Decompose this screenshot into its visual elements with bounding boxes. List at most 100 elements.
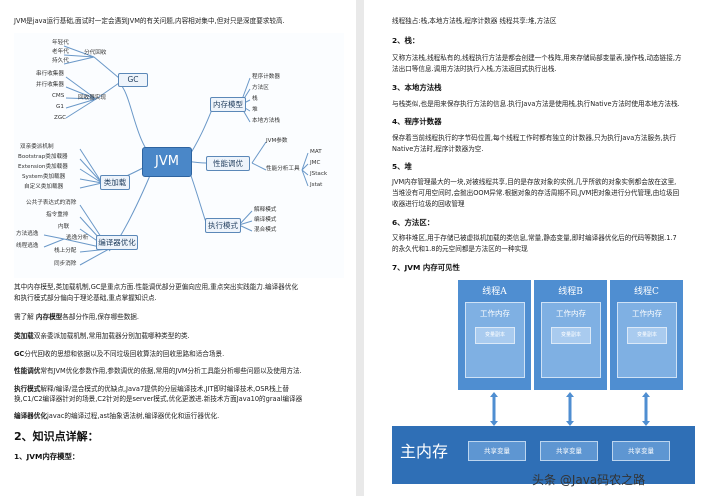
- memory-visibility-diagram: 线程A 工作内存 变量副本 线程B 工作内存 变量副本 线程C 工作内存 变量副…: [392, 276, 695, 486]
- thread-a: 线程A 工作内存 变量副本: [458, 280, 531, 390]
- branch-compiler: 编译器优化: [96, 235, 138, 250]
- shared-variable-3: 共享变量: [612, 441, 670, 461]
- compiler-escape: 逃逸分析: [66, 235, 89, 241]
- para-1: 其中内存模型,类加载机制,GC是重点方面.性能调优部分更偏向应用,重点突出实践能…: [14, 283, 298, 291]
- compiler-stack-alloc: 栈上分配: [54, 248, 77, 254]
- loader-system: System类加载器: [22, 174, 66, 180]
- mindmap-center: JVM: [142, 147, 192, 177]
- shared-variable-1: 共享变量: [468, 441, 526, 461]
- left-page: JVM是java运行基础,面试时一定会遇到JVM的有关问题,内容相对集中,但对只…: [0, 0, 356, 496]
- mem-method-area: 方法区: [252, 85, 269, 91]
- mem-native-stack: 本地方法栈: [252, 118, 280, 124]
- heading-stack: 2、栈：: [392, 36, 420, 45]
- branch-gc: GC: [118, 73, 148, 87]
- exec-compile: 编译模式: [254, 217, 277, 223]
- para-3: 类加载双亲委派加载机制,常用加载器分别加载哪种类型的类.: [14, 332, 190, 340]
- mem-stack: 栈: [252, 96, 258, 102]
- perf-jstat: Jstat: [310, 182, 323, 188]
- pc-text-2: Native方法时,程序计数器为空.: [392, 145, 484, 153]
- heap-text-1: JVM内存管理最大的一块,对被线程共享,目的是存放对象的实例,几乎所欲的对象实例…: [392, 178, 677, 186]
- subsection-heading: 1、JVM内存模型：: [14, 452, 80, 461]
- para-5: 性能调优常有JVM优化参数作用,参数调优的依据,常用的JVM分析工具能分析哪些问…: [14, 367, 302, 375]
- perf-params: JVM参数: [266, 138, 288, 144]
- gc-parallel: 并行收集器: [36, 82, 64, 88]
- stack-text-1: 又称方法栈,线程私有的,线程执行方法是都会创建一个栈阵,用来存储局部变量表,操作…: [392, 54, 682, 62]
- compiler-reorder: 指令重排: [46, 212, 69, 218]
- variable-copy-c: 变量副本: [627, 327, 667, 344]
- pc-text-1: 保存着当前线程执行的字节码位置,每个线程工作时都有独立的计数器,只为执行Java…: [392, 134, 676, 142]
- gc-g1: G1: [56, 104, 64, 110]
- working-memory-a-title: 工作内存: [480, 309, 510, 318]
- native-stack-text: 与栈类似,也是用来保存执行方法的信息.执行Java方法是使用栈,执行Native…: [392, 100, 680, 108]
- exec-mixed: 混合模式: [254, 227, 277, 233]
- heading-native-stack: 3、本地方法栈: [392, 83, 442, 92]
- para-2: 需了解 内存模型各部分作用,保存哪些数据.: [14, 313, 139, 321]
- method-area-text-1: 又称非堆区,用于存储已被虚拟机加载的类信息,常量,静态变量,即时编译器优化后的代…: [392, 234, 677, 242]
- perf-jstack: JStack: [310, 171, 328, 177]
- heading-method-area: 6、方法区：: [392, 218, 435, 227]
- perf-mat: MAT: [310, 149, 322, 155]
- thread-a-title: 线程A: [482, 287, 507, 297]
- main-memory: 主内存 共享变量 共享变量 共享变量: [392, 426, 695, 484]
- branch-classloader: 类加载: [100, 175, 130, 190]
- para-4: GC分代回收的思想和依据以及不同垃圾回收算法的回收思路和适合场景.: [14, 350, 225, 358]
- exec-interpret: 解释模式: [254, 207, 277, 213]
- para-6: 执行模式解释/编译/混合模式的优缺点,Java7提供的分层编译技术,JIT即时编…: [14, 385, 289, 393]
- gc-cms: CMS: [52, 93, 65, 99]
- gc-serial: 串行收集器: [36, 71, 64, 77]
- shared-variable-2: 共享变量: [540, 441, 598, 461]
- mem-heap: 堆: [252, 107, 258, 113]
- perf-tools: 性能分析工具: [266, 166, 300, 172]
- compiler-inline: 内联: [58, 224, 70, 230]
- working-memory-c-title: 工作内存: [632, 309, 662, 318]
- method-area-text-2: 的永久代和1.8的元空间都是方法区的一种实现: [392, 245, 528, 253]
- para-1b: 和执行模式部分偏向于理论基础,重点掌握知识点.: [14, 294, 157, 302]
- loader-custom: 自定义类加载器: [24, 184, 64, 190]
- compiler-method-escape: 方法逃逸: [16, 231, 39, 237]
- stack-text-2: 法出口等信息.调用方法时执行入栈,方法返回式执行出栈.: [392, 65, 557, 73]
- loader-bootstrap: Bootstrap类加载器: [18, 154, 68, 160]
- section-heading: 2、知识点详解：: [14, 430, 99, 443]
- heap-text-2: 当堆没有可用空间时,会抛出OOM异常.根据对象的存活周期不同,JVM把对象进行分…: [392, 189, 680, 197]
- loader-parent: 双亲委派机制: [20, 144, 54, 150]
- gc-impl: 回收器实现: [78, 95, 106, 101]
- gc-young: 年轻代: [52, 40, 69, 46]
- mem-pc: 程序计数器: [252, 74, 280, 80]
- working-memory-b-title: 工作内存: [556, 309, 586, 318]
- thread-c-title: 线程C: [634, 287, 659, 297]
- intro-text: JVM是java运行基础,面试时一定会遇到JVM的有关问题,内容相对集中,但对只…: [14, 17, 285, 25]
- compiler-cse: 公共子表达式的消除: [26, 200, 77, 206]
- perf-jmc: JMC: [310, 160, 321, 166]
- working-memory-b: 工作内存 变量副本: [541, 302, 601, 378]
- watermark: 头条 @Java码农之路: [532, 473, 646, 487]
- thread-c: 线程C 工作内存 变量副本: [610, 280, 683, 390]
- gc-generational: 分代回收: [84, 50, 107, 56]
- branch-exec: 执行模式: [205, 218, 241, 233]
- para-7: 编译器优化javac的编译过程,ast抽象语法树,编译器优化和运行器优化.: [14, 412, 220, 420]
- para-6b: 换,C1/C2编译器针对的场景,C2针对的是server模式,优化更激进.新技术…: [14, 395, 303, 403]
- gc-old: 老年代: [52, 49, 69, 55]
- heading-visibility: 7、JVM 内存可见性: [392, 263, 460, 272]
- branch-perf: 性能调优: [206, 156, 250, 171]
- right-page: 线程独占:栈,本地方法栈,程序计数器 线程共享:堆,方法区 2、栈： 又称方法栈…: [364, 0, 720, 496]
- thread-b-title: 线程B: [558, 287, 583, 297]
- working-memory-a: 工作内存 变量副本: [465, 302, 525, 378]
- variable-copy-b: 变量副本: [551, 327, 591, 344]
- compiler-thread-escape: 线程逃逸: [16, 243, 39, 249]
- main-memory-title: 主内存: [400, 442, 449, 461]
- gc-zgc: ZGC: [54, 115, 67, 121]
- gc-perm: 持久代: [52, 58, 69, 64]
- arrow-a: [490, 392, 498, 426]
- variable-copy-a: 变量副本: [475, 327, 515, 344]
- thread-b: 线程B 工作内存 变量副本: [534, 280, 607, 390]
- working-memory-c: 工作内存 变量副本: [617, 302, 677, 378]
- heading-heap: 5、堆: [392, 162, 412, 171]
- thread-summary: 线程独占:栈,本地方法栈,程序计数器 线程共享:堆,方法区: [392, 17, 557, 25]
- heap-text-3: 收器进行垃圾的回收管理: [392, 200, 465, 208]
- compiler-sync-elim: 同步消除: [54, 261, 77, 267]
- jvm-mindmap: JVM GC 年轻代 老年代 持久代 分代回收 串行收集器 并行收集器 CMS …: [14, 33, 344, 278]
- branch-memory: 内存模型: [210, 97, 246, 112]
- arrow-c: [642, 392, 650, 426]
- loader-extension: Extension类加载器: [18, 164, 68, 170]
- arrow-b: [566, 392, 574, 426]
